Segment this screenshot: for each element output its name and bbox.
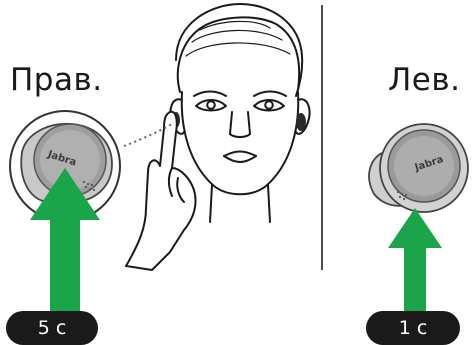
left-earbud-label: Лев. — [388, 62, 461, 98]
right-earbud-label: Прав. — [10, 62, 103, 98]
left-press-arrow — [388, 208, 442, 312]
earbud-in-ear — [296, 113, 306, 131]
left-earbud-illustration: Jabra — [369, 124, 468, 212]
